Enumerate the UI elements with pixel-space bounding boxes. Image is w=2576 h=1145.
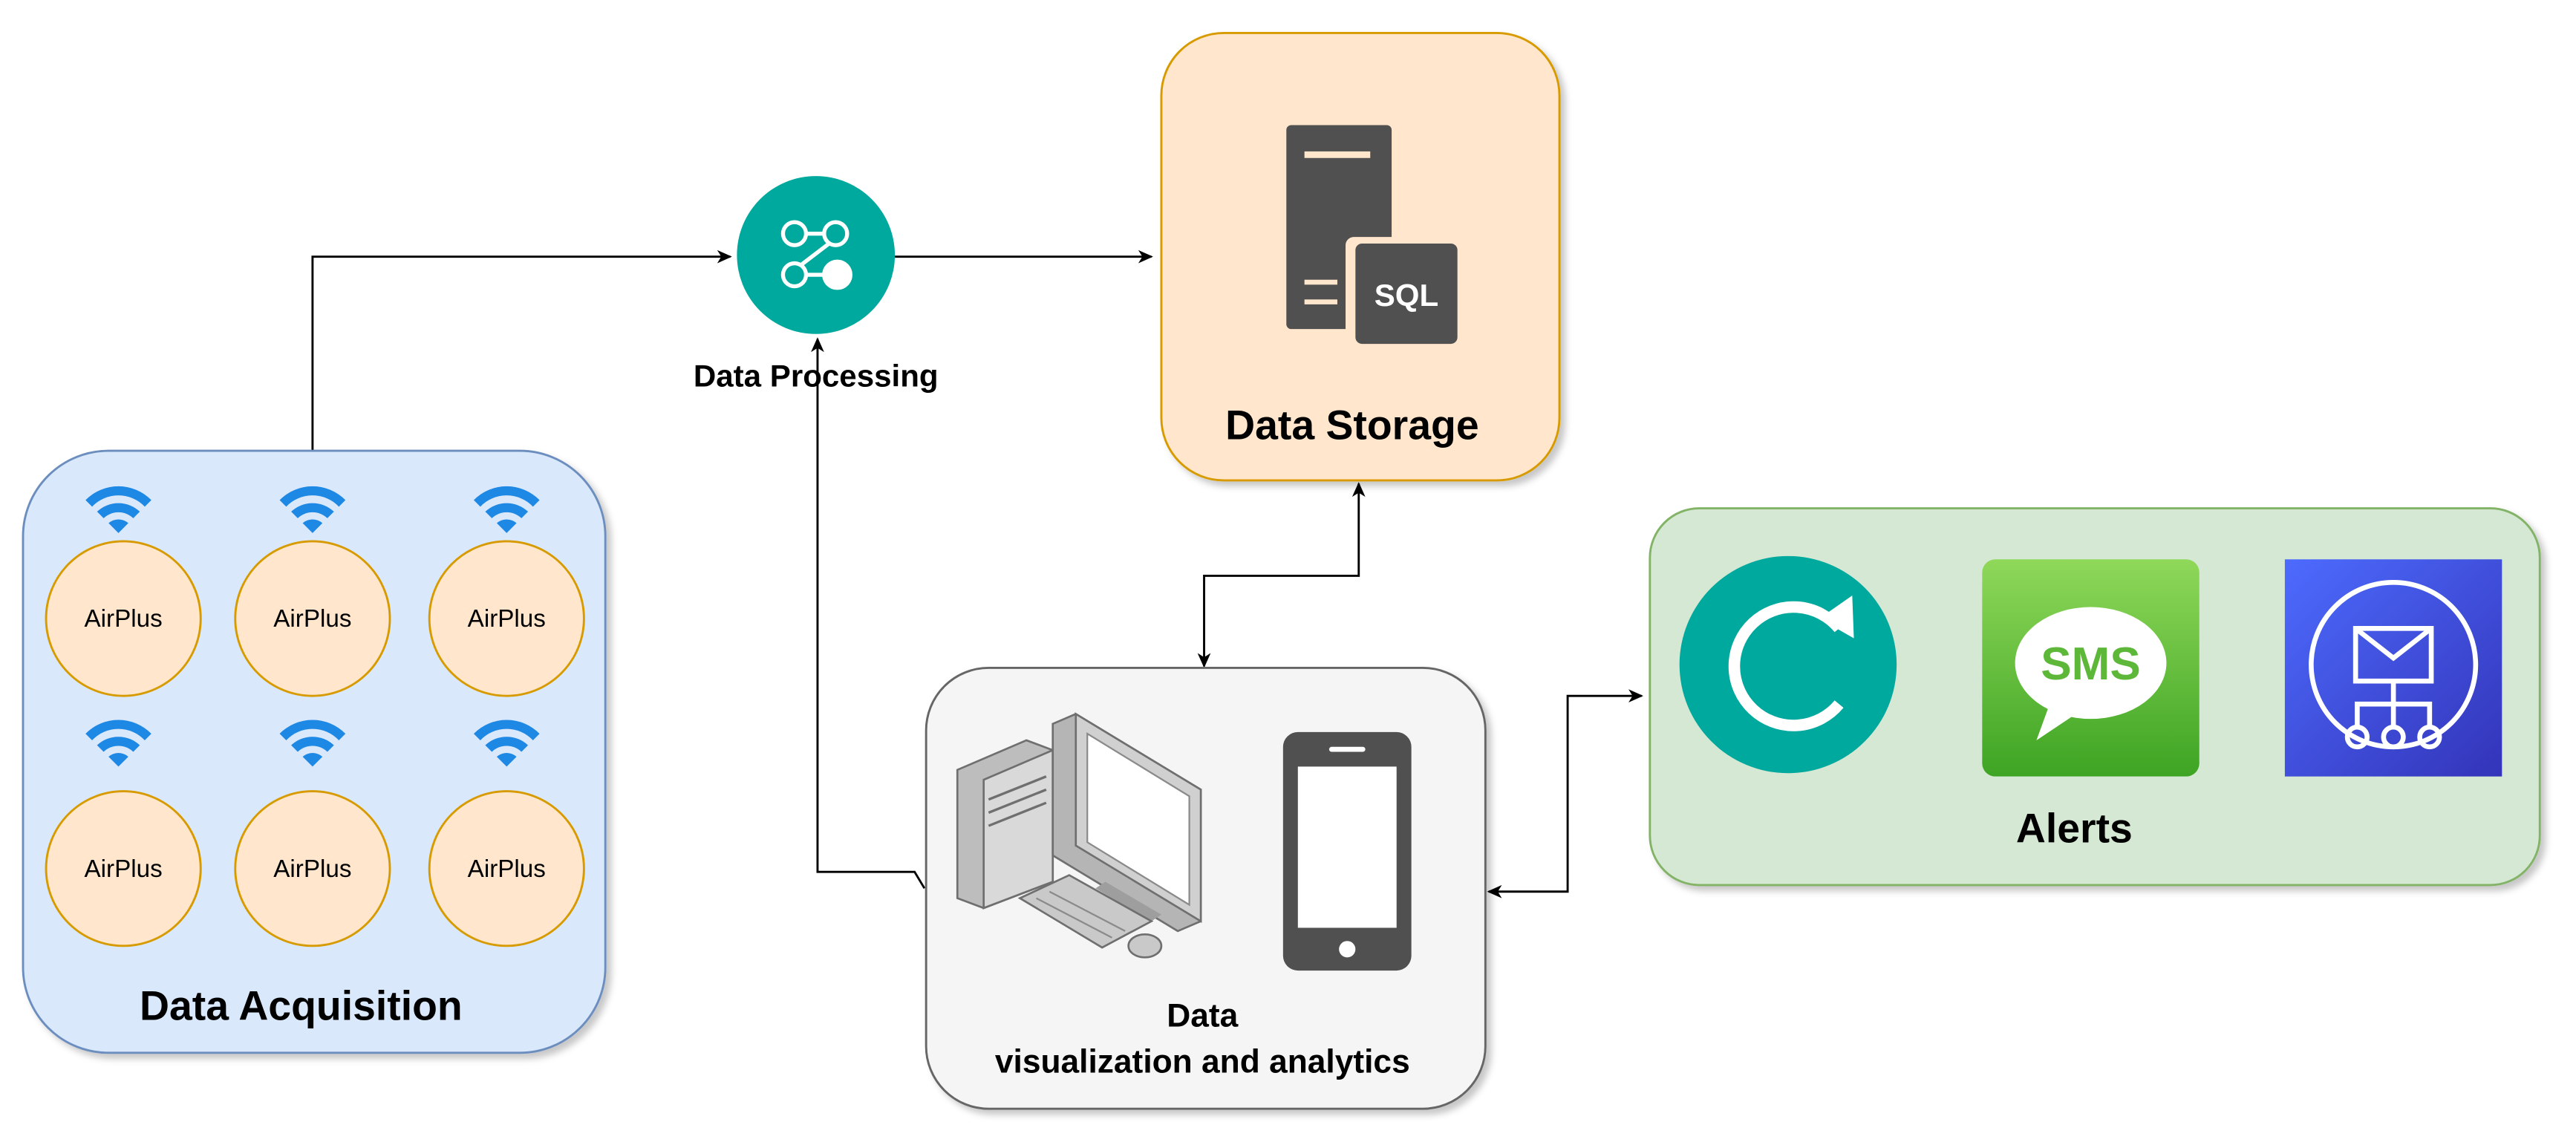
- data-visualization-title-line2: visualization and analytics: [995, 1043, 1410, 1080]
- wifi-icon: [85, 486, 151, 533]
- sms-text: SMS: [2041, 639, 2140, 690]
- wifi-icon: [279, 720, 346, 767]
- refresh-icon: [1679, 555, 1897, 774]
- sensor-label: AirPlus: [273, 605, 351, 633]
- sensor-node: AirPlus: [234, 540, 391, 697]
- alerts-group: SMS Alerts: [1649, 507, 2541, 887]
- sensor-node: AirPlus: [428, 540, 585, 697]
- sensor-node: AirPlus: [45, 540, 202, 697]
- sensor-node: AirPlus: [45, 790, 202, 947]
- data-visualization-title-line1: Data: [1167, 997, 1238, 1034]
- wifi-icon: [473, 486, 540, 533]
- data-processing-group: Data Processing: [694, 176, 939, 394]
- sensor-label: AirPlus: [468, 605, 546, 633]
- sql-badge: SQL: [1375, 278, 1438, 313]
- data-visualization-group: Data visualization and analytics: [925, 667, 1487, 1110]
- visualization-to-processing-arrow: [811, 337, 926, 890]
- acquisition-to-processing-arrow: [311, 249, 732, 451]
- workflow-icon: [780, 220, 852, 290]
- sensor-label: AirPlus: [468, 855, 546, 883]
- wifi-icon: [473, 720, 540, 767]
- notification-service-icon: [2284, 559, 2502, 777]
- alerts-title: Alerts: [2016, 805, 2133, 851]
- sensor-label: AirPlus: [273, 855, 351, 883]
- sensor-label: AirPlus: [85, 855, 163, 883]
- data-acquisition-title: Data Acquisition: [140, 983, 463, 1029]
- visualization-alerts-arrow: [1487, 689, 1643, 898]
- sql-server-icon: SQL: [1286, 125, 1461, 349]
- wifi-icon: [85, 720, 151, 767]
- data-acquisition-group: AirPlus AirPlus AirPlus AirPlus AirPlus …: [22, 449, 607, 1054]
- desktop-computer-icon: [956, 712, 1202, 959]
- data-storage-title: Data Storage: [1225, 402, 1478, 448]
- sensor-label: AirPlus: [85, 605, 163, 633]
- sensor-node: AirPlus: [428, 790, 585, 947]
- sensor-node: AirPlus: [234, 790, 391, 947]
- data-processing-label: Data Processing: [694, 359, 939, 394]
- data-storage-group: SQL Data Storage: [1160, 31, 1561, 482]
- connectors: [311, 249, 1643, 898]
- smartphone-icon: [1282, 731, 1412, 971]
- storage-visualization-arrow: [1197, 482, 1366, 668]
- sms-icon: SMS: [1982, 559, 2200, 777]
- wifi-icon: [279, 486, 346, 533]
